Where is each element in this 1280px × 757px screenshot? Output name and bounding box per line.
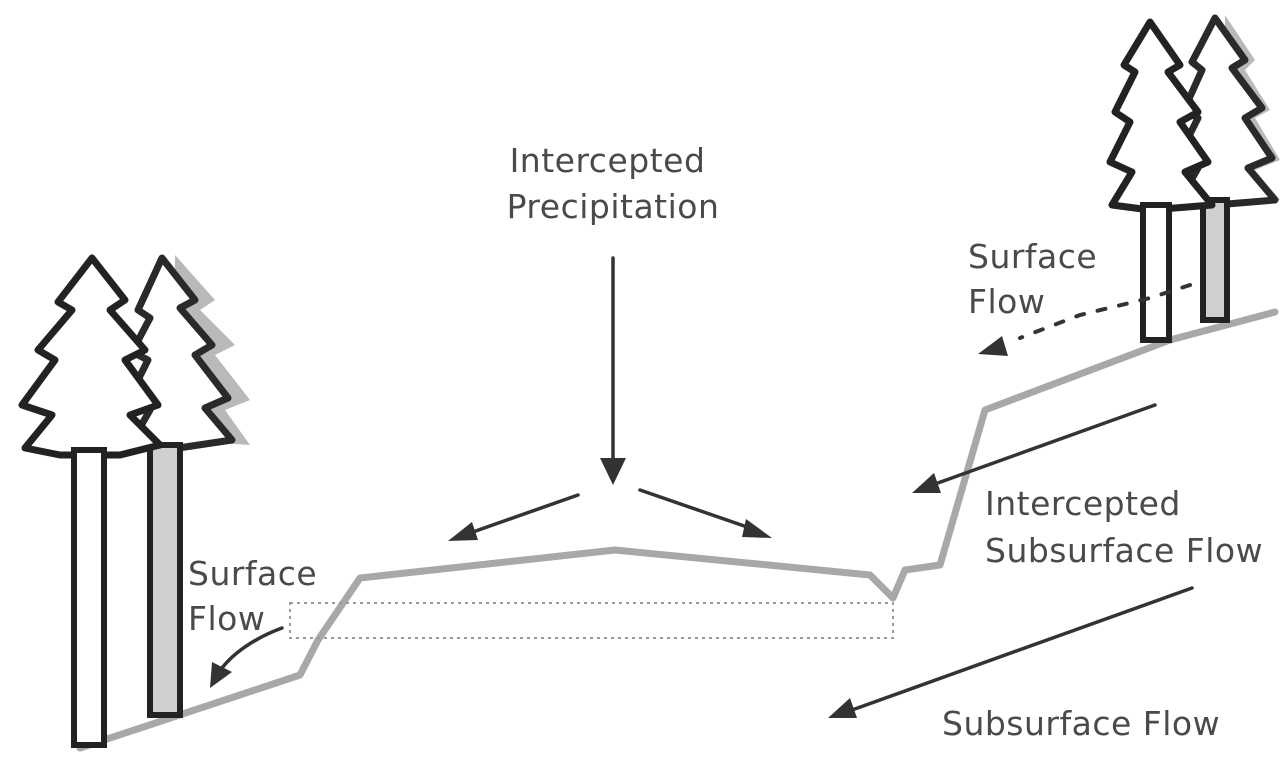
precipitation-arrowhead xyxy=(600,458,626,485)
split-arrowhead-right xyxy=(742,519,772,538)
left-front-tree-crown xyxy=(18,254,164,459)
split-arrowhead-left xyxy=(448,522,478,541)
basin-dotted-outline xyxy=(289,602,894,639)
label-intercepted-precipitation-line1: Intercepted xyxy=(510,141,706,180)
surface-flow-right-arrowhead xyxy=(978,336,1008,356)
subsurface-arrowhead xyxy=(828,698,857,718)
left-back-tree-trunk xyxy=(147,442,183,718)
label-intercepted-subsurface-line2: Subsurface Flow xyxy=(985,531,1263,570)
split-arrow-left xyxy=(468,493,580,535)
ground-surface-line xyxy=(76,308,1279,752)
label-surface-flow-left: Surface Flow xyxy=(188,554,328,638)
label-surface-flow-left-line1: Surface xyxy=(188,554,317,593)
subsurface-arrow xyxy=(850,586,1194,712)
surface-flow-left-arrowhead xyxy=(210,662,232,688)
right-back-tree-trunk xyxy=(1200,197,1230,323)
surface-flow-left-curve xyxy=(220,626,284,670)
label-surface-flow-right-line1: Surface xyxy=(968,237,1097,276)
intercepted-subsurface-arrowhead xyxy=(912,473,941,493)
label-surface-flow-right: Surface Flow xyxy=(968,237,1108,321)
left-front-tree-trunk xyxy=(71,447,107,748)
label-intercepted-precipitation-line2: Precipitation xyxy=(507,187,720,226)
intercepted-subsurface-arrow xyxy=(933,403,1157,486)
label-intercepted-precipitation: Intercepted Precipitation xyxy=(507,141,720,226)
label-surface-flow-right-line2: Flow xyxy=(968,282,1045,321)
label-intercepted-subsurface-line1: Intercepted xyxy=(985,484,1181,523)
split-arrow-right xyxy=(638,488,752,530)
label-intercepted-subsurface-flow: Intercepted Subsurface Flow xyxy=(985,484,1263,570)
label-subsurface-flow: Subsurface Flow xyxy=(942,704,1220,743)
label-surface-flow-left-line2: Flow xyxy=(188,599,265,638)
left-trees xyxy=(18,254,250,748)
right-front-tree-trunk xyxy=(1140,202,1172,343)
surface-flow-right-dashed xyxy=(1018,283,1192,340)
right-trees xyxy=(1106,14,1280,343)
